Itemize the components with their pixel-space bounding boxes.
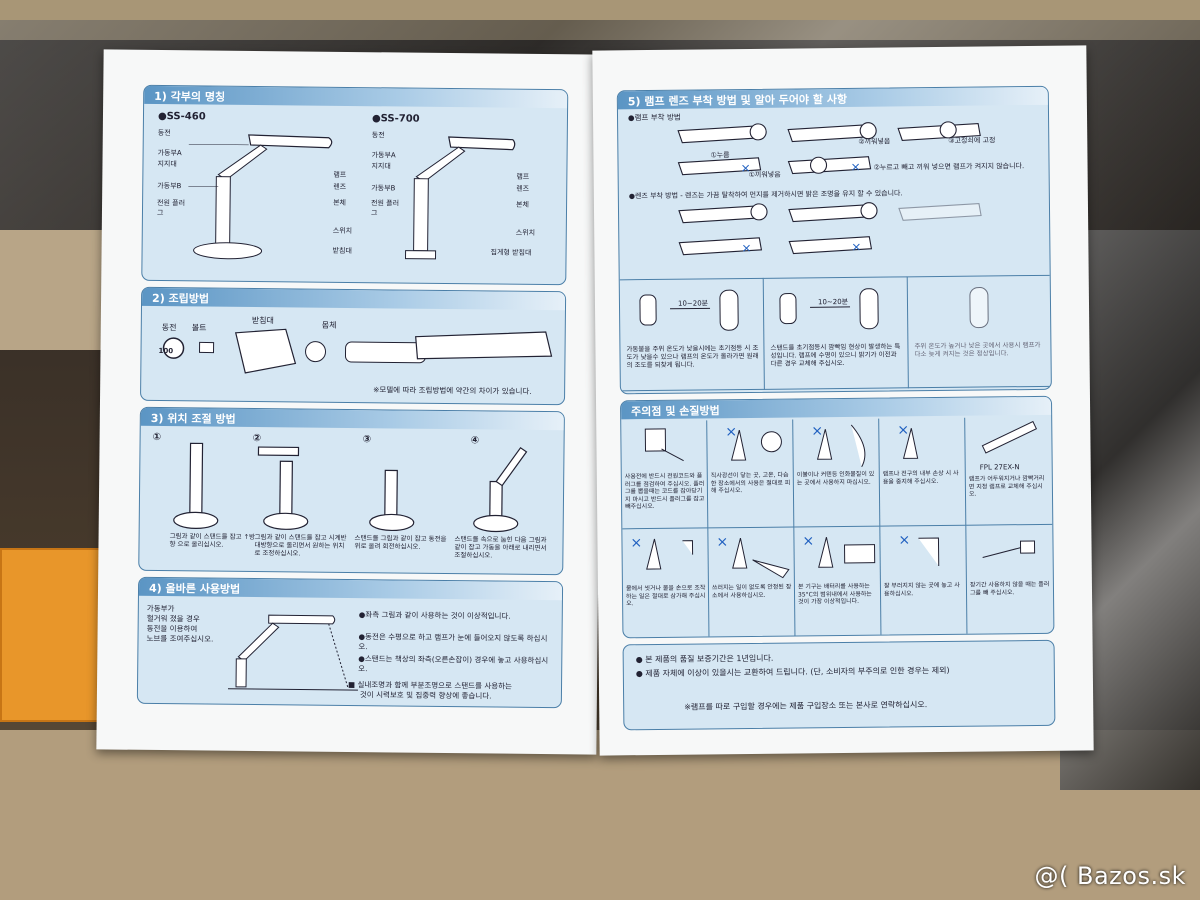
cardboard-bottom — [0, 730, 1200, 900]
part-label: 스위치 — [515, 228, 536, 237]
attach-label: ①끼워넣음 — [748, 170, 781, 179]
attach-label: ③고정쇠에 고정 — [948, 136, 996, 145]
time-label: 10~20분 — [677, 299, 709, 308]
step-caption: 그림과 같이 스탠드를 잡고 시계반대방향으로 돌리면서 원하는 위치로 조정하… — [254, 533, 347, 558]
part-label: 가동부A — [157, 148, 182, 158]
section-precautions: 주의점 및 손질방법 사용전에 반드시 전원코드와 플러그를 점검하여 주십시오… — [619, 395, 1055, 639]
svg-text:×: × — [811, 423, 823, 439]
assembly-label: 받침대 — [251, 315, 274, 326]
position-adjust-illustrations — [173, 442, 528, 533]
lamp-notice-text: 스탠드를 초기점등시 깜빡임 현상이 발생하는 특성입니다. 램프에 수명이 있… — [770, 342, 901, 368]
lens-attach-diagrams: × × — [678, 202, 982, 256]
part-label: 지지대 — [157, 159, 177, 169]
model-b-label: ●SS-700 — [371, 113, 420, 125]
part-label: 전원 플러그 — [370, 199, 400, 218]
section-title: 1) 각부의 명칭 — [144, 85, 568, 109]
svg-text:×: × — [851, 240, 861, 254]
part-label: 동전 — [157, 128, 171, 138]
section-title: 5) 램프 렌즈 부착 방법 및 알아 두어야 할 사항 — [617, 86, 1048, 110]
step-caption: 그림과 같이 스탠드를 잡고 ↑방향 으로 올리십시오. — [169, 532, 256, 549]
proper-use-text: 헐거워 졌을 경우 — [146, 613, 200, 624]
lamp-notice-text: 가동불을 주위 온도가 낮을시에는 초기점등 시 조도가 낮을수 있으나 램프의… — [626, 343, 759, 370]
coin-value: 100 — [158, 346, 174, 356]
proper-use-text: 노브를 조여주십시오. — [146, 633, 214, 644]
section-title: 4) 올바른 사용방법 — [138, 577, 563, 601]
svg-text:×: × — [898, 532, 910, 548]
section-title: 주의점 및 손질방법 — [620, 396, 1052, 420]
warranty-line: ● 제품 자체에 이상이 있을시는 교환하여 드립니다. (단, 소비자의 부주… — [635, 665, 950, 679]
bulb-illustrations — [639, 287, 989, 331]
proper-use-text: 가동부가 — [146, 603, 175, 614]
part-label: 전원 플러그 — [156, 198, 186, 218]
lamp-ss460-diagram — [188, 134, 333, 260]
attach-label: ②끼워넣음 — [858, 137, 891, 146]
warranty-footer: ※램프를 따로 구입할 경우에는 제품 구입장소 또는 본사로 연락하십시오. — [684, 700, 928, 712]
section-title: 3) 위치 조절 방법 — [140, 407, 564, 431]
section-title: 2) 조립방법 — [141, 287, 566, 311]
warranty-line: ● 본 제품의 품질 보증기간은 1년입니다. — [635, 653, 774, 665]
part-label: 가동부B — [157, 181, 182, 191]
svg-text:×: × — [802, 533, 814, 549]
svg-text:×: × — [716, 534, 728, 550]
svg-text:×: × — [725, 424, 737, 440]
svg-text:×: × — [741, 241, 751, 255]
svg-text:×: × — [630, 535, 642, 551]
orange-package — [0, 548, 104, 722]
section-assembly: 2) 조립방법 동전 볼트 받침대 몸체 100 ※모델에 따라 조립방법에 약… — [140, 286, 567, 406]
proper-use-note: 것이 시력보호 및 집중력 향상에 좋습니다. — [359, 690, 492, 701]
svg-text:×: × — [850, 160, 860, 174]
watermark: @( Bazos.sk — [1034, 862, 1186, 890]
assembly-diagram — [162, 328, 553, 374]
proper-use-bullet: ●좌측 그림과 같이 사용하는 것이 이상적입니다. — [358, 610, 511, 621]
proper-use-text: 동전을 이용하여 — [146, 623, 198, 634]
step-caption: 스탠드를 속으로 눕힌 다음 그림과 같이 잡고 가동을 아래로 내리면서 조절… — [454, 535, 547, 560]
proper-use-lamp-diagram — [227, 614, 358, 691]
cardboard-left — [0, 230, 110, 350]
part-label: 동전 — [371, 131, 385, 140]
step-caption: 스탠드를 그림과 같이 잡고 동전을 위로 올려 회전하십시오. — [354, 534, 447, 551]
section-warranty: ● 본 제품의 품질 보증기간은 1년입니다. ● 제품 자체에 이상이 있을시… — [622, 639, 1056, 731]
assembly-note: ※모델에 따라 조립방법에 약간의 차이가 있습니다. — [373, 385, 532, 396]
part-label: 가동부B — [371, 184, 396, 193]
lamp-ss700-diagram — [404, 136, 516, 260]
precaution-icons: × × × × × × × — [630, 420, 1038, 579]
model-a-label: ●SS-460 — [157, 110, 206, 123]
part-label: 지지대 — [371, 162, 391, 171]
section-position-adjust: 3) 위치 조절 방법 ① ② ③ ④ 그림과 같이 스탠드를 잡고 ↑방향 으… — [138, 406, 565, 576]
right-page: 5) 램프 렌즈 부착 방법 및 알아 두어야 할 사항 ●램프 부착 방법 ×… — [592, 45, 1094, 756]
proper-use-bullet: ●스탠드는 책상의 좌측(오른손잡이) 경우에 놓고 사용하십시오. — [358, 654, 549, 674]
section-lamp-lens: 5) 램프 렌즈 부착 방법 및 알아 두어야 할 사항 ●램프 부착 방법 ×… — [616, 85, 1052, 395]
lamp-attach-diagrams: × × — [677, 121, 981, 176]
attach-label: ②누르고 빼고 끼워 넣으면 램프가 켜지지 않습니다. — [873, 162, 1025, 172]
attach-label: ①누름 — [710, 151, 730, 160]
svg-text:×: × — [740, 161, 750, 175]
section-part-names: 1) 각부의 명칭 ●SS-460 ●SS-700 동전 가동부A 지지대 가동… — [141, 84, 569, 286]
proper-use-bullet: ●동전은 수평으로 하고 램프가 눈에 들어오지 않도록 하십시오. — [358, 632, 548, 652]
part-label: 가동부A — [371, 151, 396, 160]
time-label: 10~20분 — [817, 297, 849, 307]
lamp-notice-text: 주위 온도가 높거나 낮은 곳에서 사용시 램프가 다소 늦게 켜지는 것은 정… — [914, 340, 1041, 359]
left-page: 1) 각부의 명칭 ●SS-460 ●SS-700 동전 가동부A 지지대 가동… — [96, 49, 604, 755]
svg-text:×: × — [897, 422, 909, 438]
section-proper-use: 4) 올바른 사용방법 가동부가 헐거워 졌을 경우 동전을 이용하여 노브를 … — [136, 576, 564, 709]
